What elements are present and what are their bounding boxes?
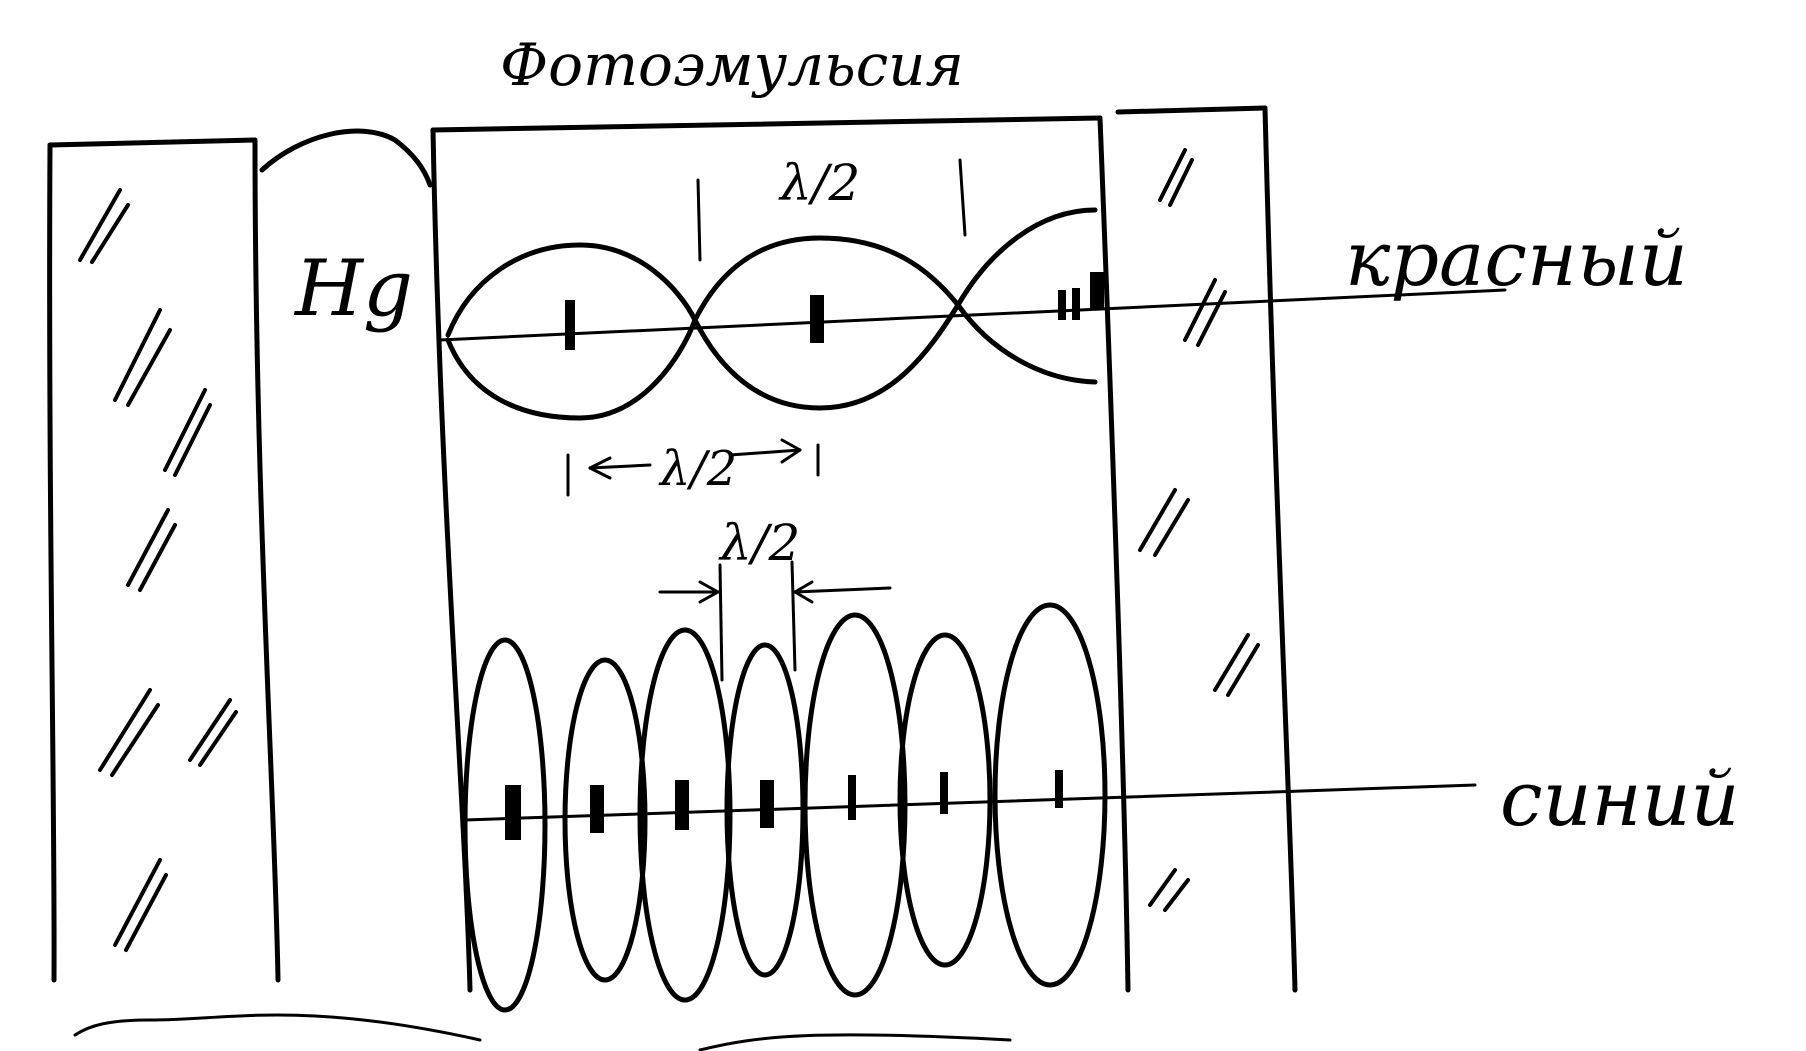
red-label: красный (1345, 214, 1688, 303)
blue-wave-lobes (462, 602, 1108, 1013)
blue-axis-line (463, 783, 1477, 822)
blue-blackening-marks (505, 770, 1063, 840)
break-marks (73, 1013, 1012, 1051)
red-wave-upper (445, 207, 1098, 338)
red-dimension-arrow (566, 438, 820, 497)
glass-hatch-right (1138, 148, 1260, 912)
red-wave-group: λ/2 λ/2 красный (438, 154, 1688, 497)
red-half-wavelength-bottom: λ/2 (658, 441, 737, 497)
red-wave-lower (445, 302, 1098, 421)
red-axis-line (438, 288, 1507, 342)
blue-half-wavelength-top: λ/2 (718, 514, 800, 572)
mercury-layer: Hg (259, 128, 433, 334)
glass-hatch-left (78, 188, 238, 952)
glass-plate-right (1115, 105, 1298, 993)
red-half-wavelength-top: λ/2 (778, 154, 860, 212)
blue-dimension-arrow (658, 560, 892, 682)
blue-wave-group: λ/2 син (462, 514, 1739, 1013)
blue-label: синий (1500, 754, 1739, 843)
mercury-label: Hg (293, 244, 413, 334)
glass-plate-left (47, 137, 281, 983)
title-label: Фотоэмульсия (500, 31, 964, 99)
red-blackening-marks (565, 272, 1104, 350)
